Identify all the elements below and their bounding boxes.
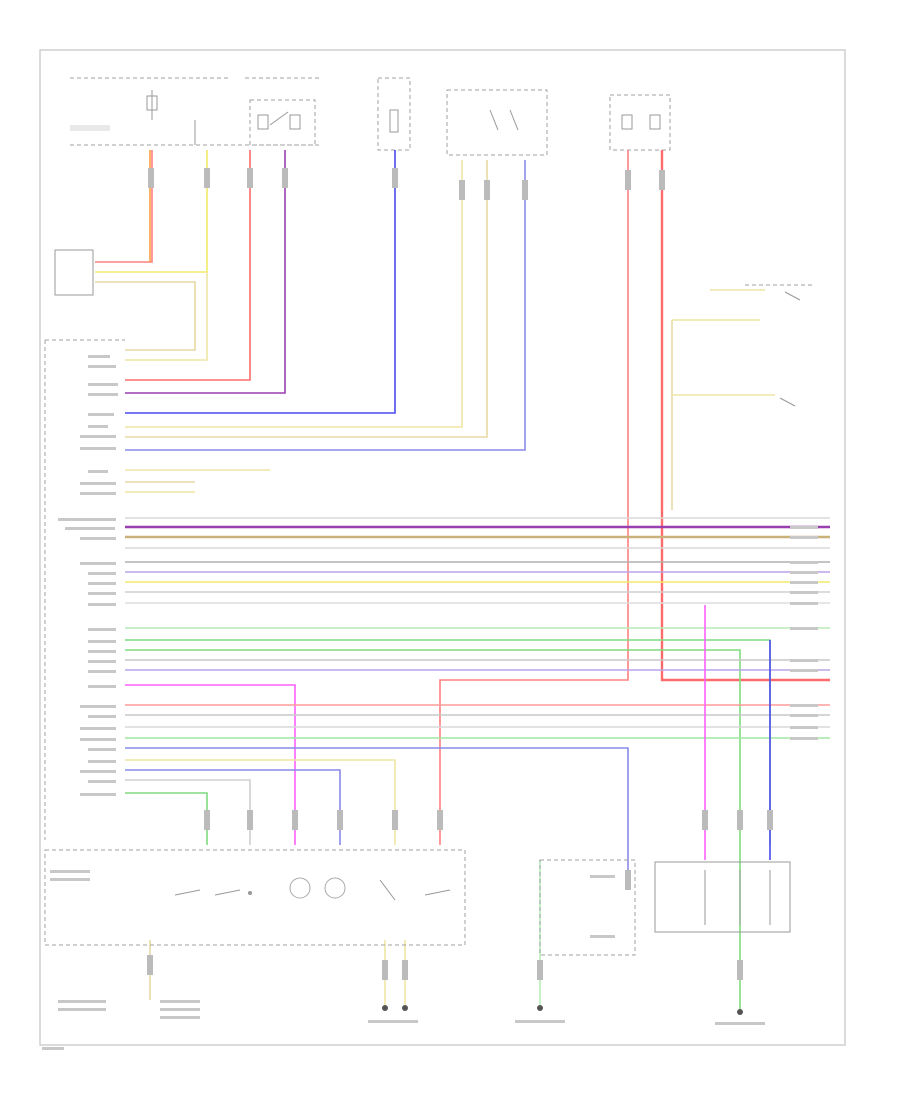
bus-blue-3 bbox=[125, 769, 341, 845]
combination-switch-block bbox=[446, 89, 548, 156]
wire-red-2 bbox=[125, 150, 251, 381]
wire-pink-long bbox=[439, 150, 629, 845]
instrument-cluster-block bbox=[44, 849, 466, 946]
page-number-mark bbox=[42, 1047, 64, 1050]
relay-block-right bbox=[609, 94, 671, 151]
bottom-center-component bbox=[539, 859, 636, 956]
connector-tags bbox=[147, 168, 773, 980]
diagram-frame bbox=[39, 49, 846, 1046]
bus-magenta-pin bbox=[125, 684, 296, 845]
wire-pale-1 bbox=[125, 160, 463, 428]
wire-tan-1 bbox=[95, 281, 196, 351]
wire-pale-2 bbox=[125, 160, 488, 438]
ground-points bbox=[382, 1005, 743, 1015]
wire-purple-1 bbox=[125, 150, 286, 394]
wire-red-long bbox=[660, 150, 830, 682]
bus-gray-9 bbox=[125, 779, 251, 845]
bus-green-4 bbox=[125, 792, 208, 845]
bottom-right-relay-box bbox=[654, 861, 791, 933]
pin-label-column bbox=[58, 355, 118, 796]
light-switch-unit bbox=[54, 249, 94, 296]
wire-blue-1 bbox=[125, 150, 396, 414]
fuse-block-left bbox=[70, 90, 196, 145]
wire-yellow-2 bbox=[125, 272, 208, 361]
right-wire-tags bbox=[790, 526, 818, 740]
wire-fuse-red bbox=[95, 150, 153, 263]
switch-upper-right bbox=[745, 284, 815, 301]
bus-blue-2 bbox=[125, 747, 629, 875]
switch-block-top bbox=[377, 77, 411, 151]
wire-lightblue-1 bbox=[125, 160, 526, 451]
fuse-relay-block bbox=[249, 99, 316, 146]
bottom-left-labels bbox=[58, 1000, 200, 1019]
switch-lower-right bbox=[779, 397, 796, 407]
ground-labels bbox=[368, 1020, 765, 1025]
bus-pale-3 bbox=[125, 759, 396, 845]
bus-green-2 bbox=[125, 649, 741, 1010]
